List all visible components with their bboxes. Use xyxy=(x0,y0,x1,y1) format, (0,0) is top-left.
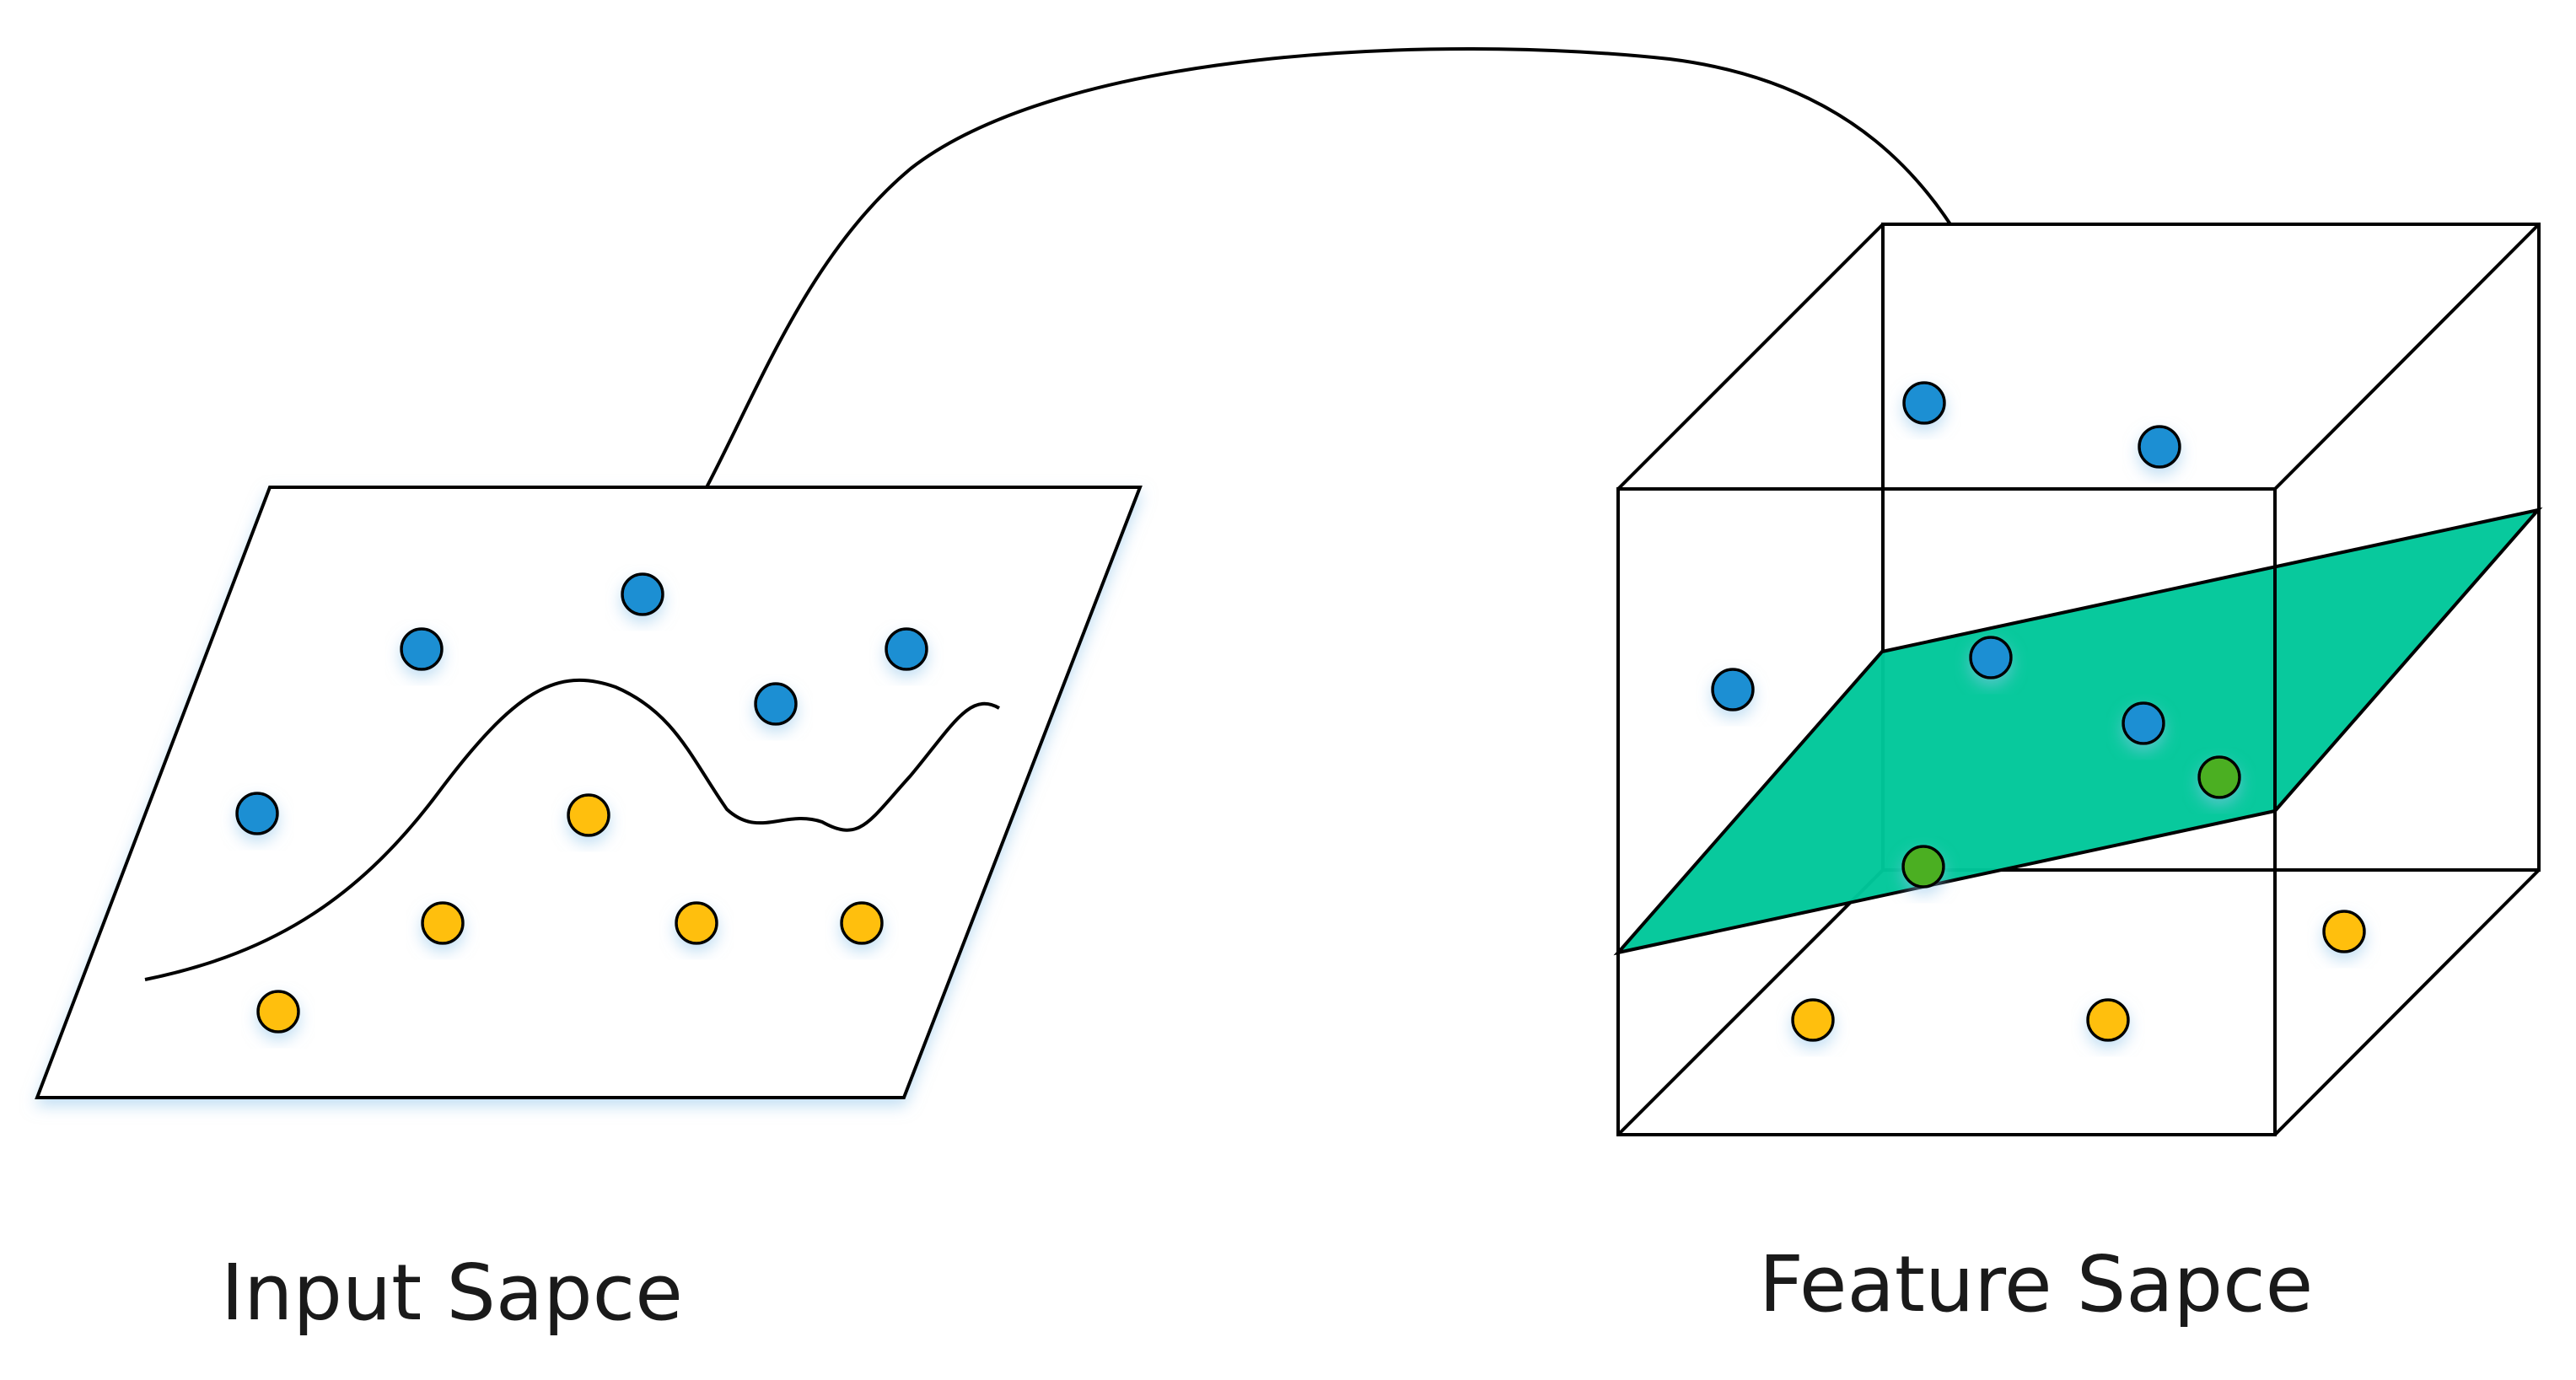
yellow-data-point xyxy=(2322,910,2366,953)
yellow-data-point xyxy=(1791,998,1835,1042)
cube-edge xyxy=(2273,868,2541,1136)
green-data-point xyxy=(2197,755,2241,799)
yellow-data-point xyxy=(421,901,465,945)
yellow-data-point xyxy=(256,990,300,1034)
blue-data-point xyxy=(2138,425,2181,469)
blue-data-point xyxy=(1969,636,2013,679)
cube-front-face xyxy=(1616,487,2277,1136)
yellow-data-point xyxy=(675,901,718,945)
blue-data-point xyxy=(1711,668,1755,711)
green-data-point xyxy=(1901,845,1945,889)
blue-data-point xyxy=(235,792,279,835)
input-space-label: Input Sapce xyxy=(221,1248,683,1338)
cube-edge xyxy=(2273,223,2541,491)
yellow-data-point xyxy=(840,901,884,945)
blue-data-point xyxy=(621,572,664,616)
input-space-plane xyxy=(35,486,1143,1099)
blue-data-point xyxy=(400,627,444,671)
cube-edge xyxy=(1616,868,1885,1136)
cube-edge xyxy=(1616,223,1885,491)
blue-data-point xyxy=(754,682,798,726)
blue-data-point xyxy=(885,627,928,671)
nonlinear-decision-boundary xyxy=(144,678,1000,981)
feature-space-label: Feature Sapce xyxy=(1759,1239,2314,1329)
mapping-arrow xyxy=(705,46,2002,488)
input-space-points xyxy=(235,572,928,1034)
blue-data-point xyxy=(2122,701,2165,745)
blue-data-point xyxy=(1902,381,1946,425)
yellow-data-point xyxy=(2086,998,2130,1042)
yellow-data-point xyxy=(567,793,610,837)
feature-space-points xyxy=(1711,381,2366,1042)
